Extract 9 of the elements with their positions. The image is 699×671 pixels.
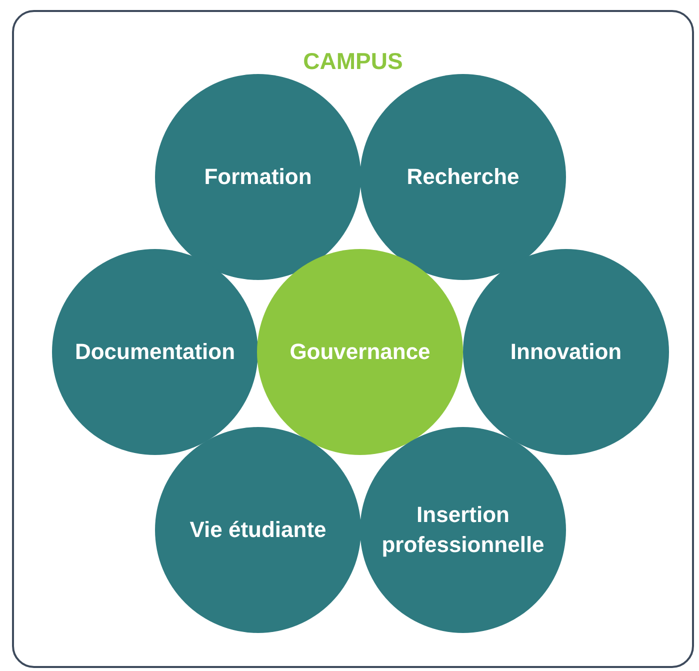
node-label: Gouvernance <box>288 338 432 366</box>
node-label: Vie étudiante <box>188 516 328 544</box>
node-label: Formation <box>203 163 313 192</box>
node-label: Insertion professionnelle <box>380 501 546 559</box>
group-title: CAMPUS <box>302 48 404 75</box>
node-label: Innovation <box>509 338 623 366</box>
node-label: Documentation <box>74 338 236 366</box>
group-frame <box>12 10 694 668</box>
node-label: Recherche <box>406 163 520 192</box>
